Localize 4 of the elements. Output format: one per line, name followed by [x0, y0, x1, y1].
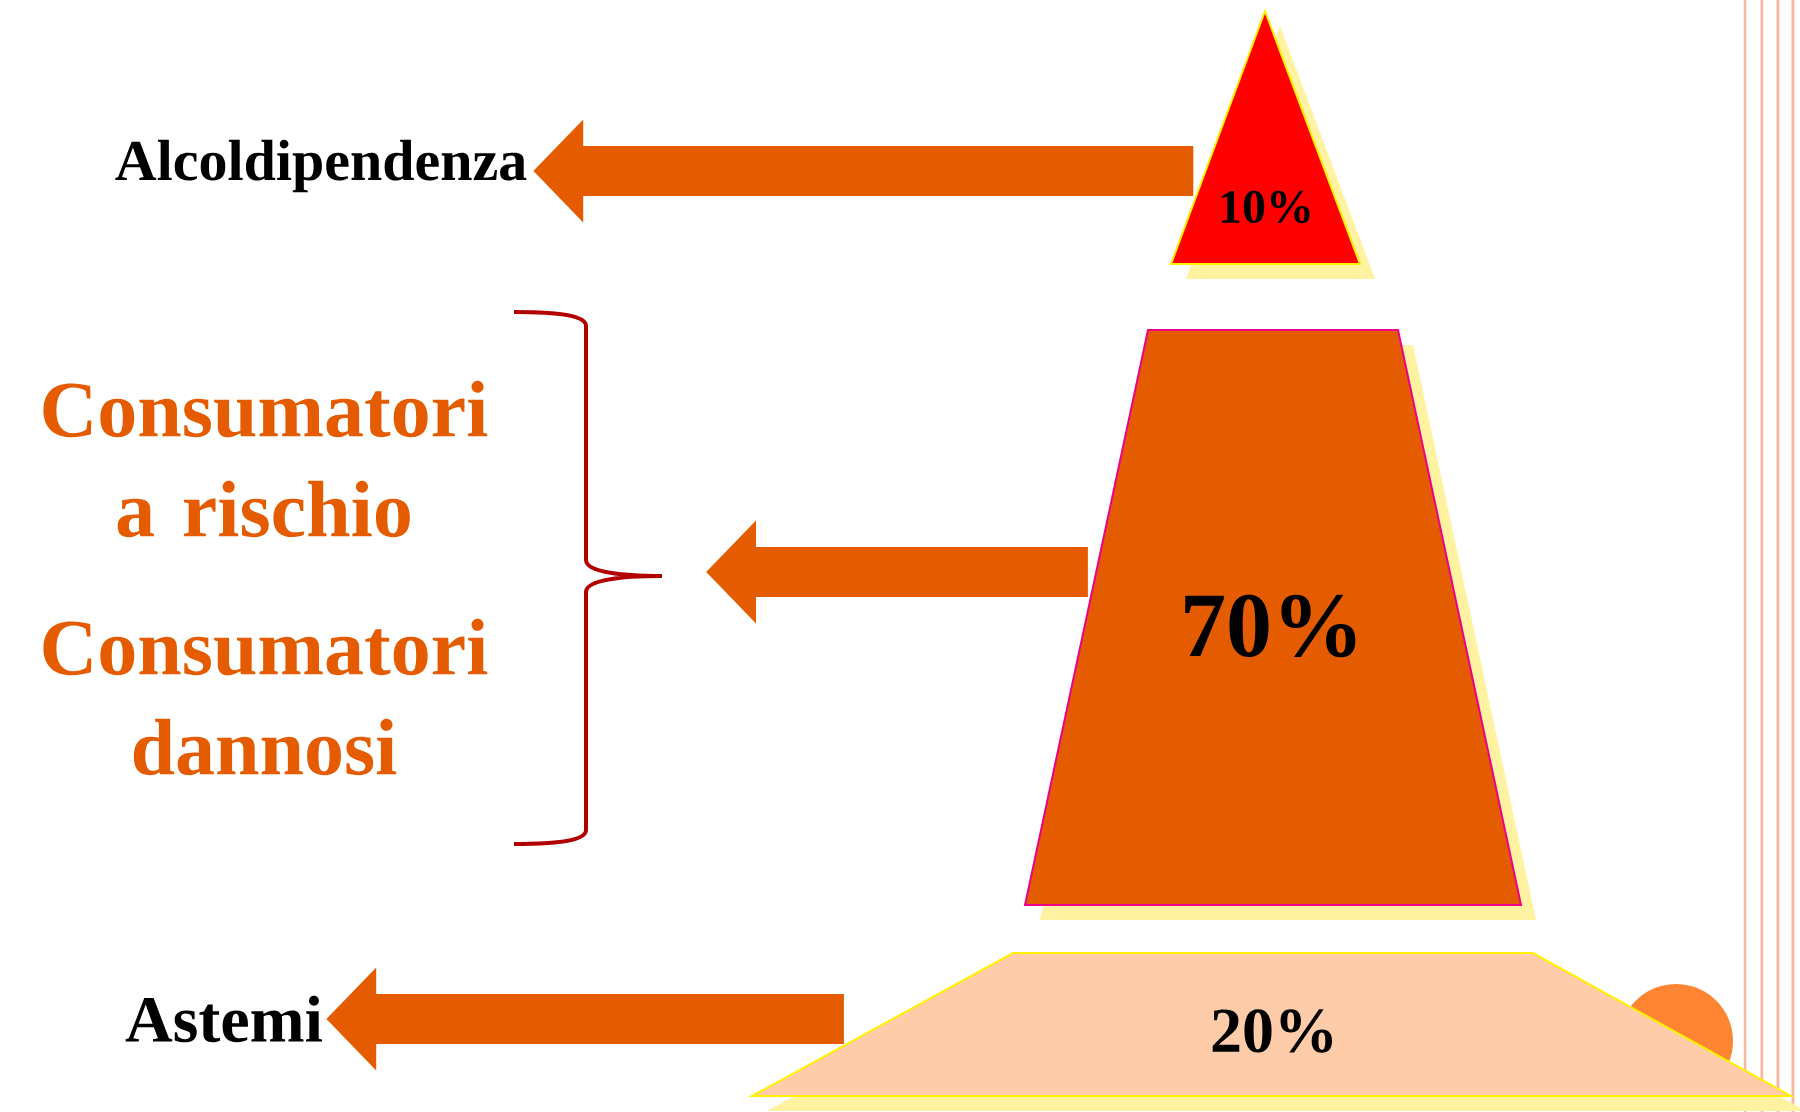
category-label: Alcoldipendenza	[115, 139, 527, 193]
category-label: Consumatori a rischio	[43, 380, 488, 538]
category-label: Consumatori dannosi	[43, 618, 488, 776]
category-label: Astemi	[125, 995, 322, 1043]
